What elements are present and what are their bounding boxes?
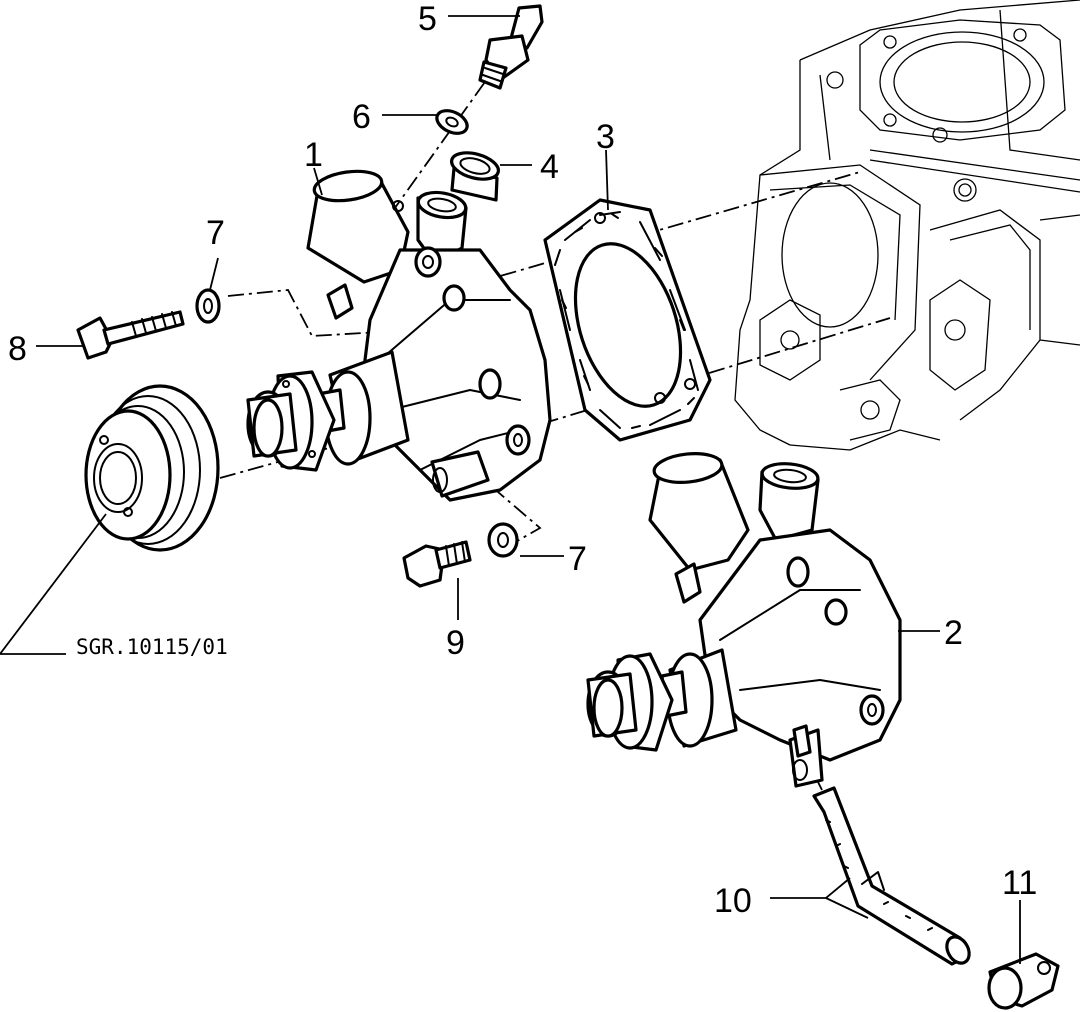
callout-4: 4 xyxy=(540,148,559,186)
bolt-8 xyxy=(76,310,185,360)
callout-9: 9 xyxy=(446,624,465,662)
callout-2: 2 xyxy=(944,614,963,652)
callout-3: 3 xyxy=(596,118,615,156)
callout-1: 1 xyxy=(304,136,323,174)
callout-11: 11 xyxy=(1002,864,1037,902)
temperature-sender-5 xyxy=(478,4,544,90)
callout-5: 5 xyxy=(418,0,437,38)
washer-7-lower xyxy=(487,522,519,558)
water-pump-1 xyxy=(246,169,552,502)
bolt-9 xyxy=(402,540,472,588)
seal-ring-4 xyxy=(450,151,500,202)
callout-8: 8 xyxy=(8,330,27,368)
engine-block xyxy=(734,0,1080,451)
water-pump-2 xyxy=(586,452,902,788)
reference-code: SGR.10115/01 xyxy=(76,635,228,659)
callout-7-lower: 7 xyxy=(568,540,587,578)
callout-7-upper: 7 xyxy=(206,214,225,252)
callout-6: 6 xyxy=(352,98,371,136)
callout-labels: 5 6 1 4 3 7 8 7 9 2 10 11 SGR.10115/01 xyxy=(8,0,1037,920)
gasket-3 xyxy=(543,198,712,442)
hose-10 xyxy=(812,786,971,966)
washer-7-upper xyxy=(195,288,221,324)
pulley xyxy=(84,384,220,552)
leader-lines xyxy=(0,15,1021,964)
callout-10: 10 xyxy=(714,882,752,920)
hose-clip-11 xyxy=(987,952,1060,1010)
